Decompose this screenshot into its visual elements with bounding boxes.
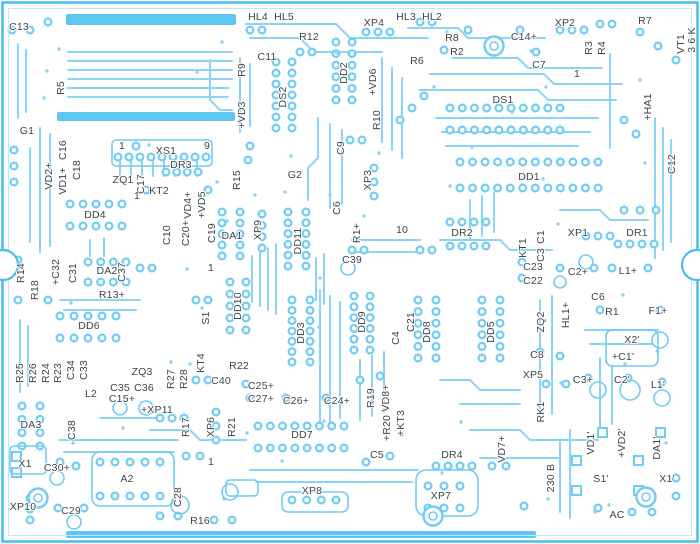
pad-layer <box>7 17 681 525</box>
component-outline-layer <box>9 139 671 530</box>
thick-trace-layer <box>57 14 536 538</box>
trace-layer <box>17 23 672 519</box>
